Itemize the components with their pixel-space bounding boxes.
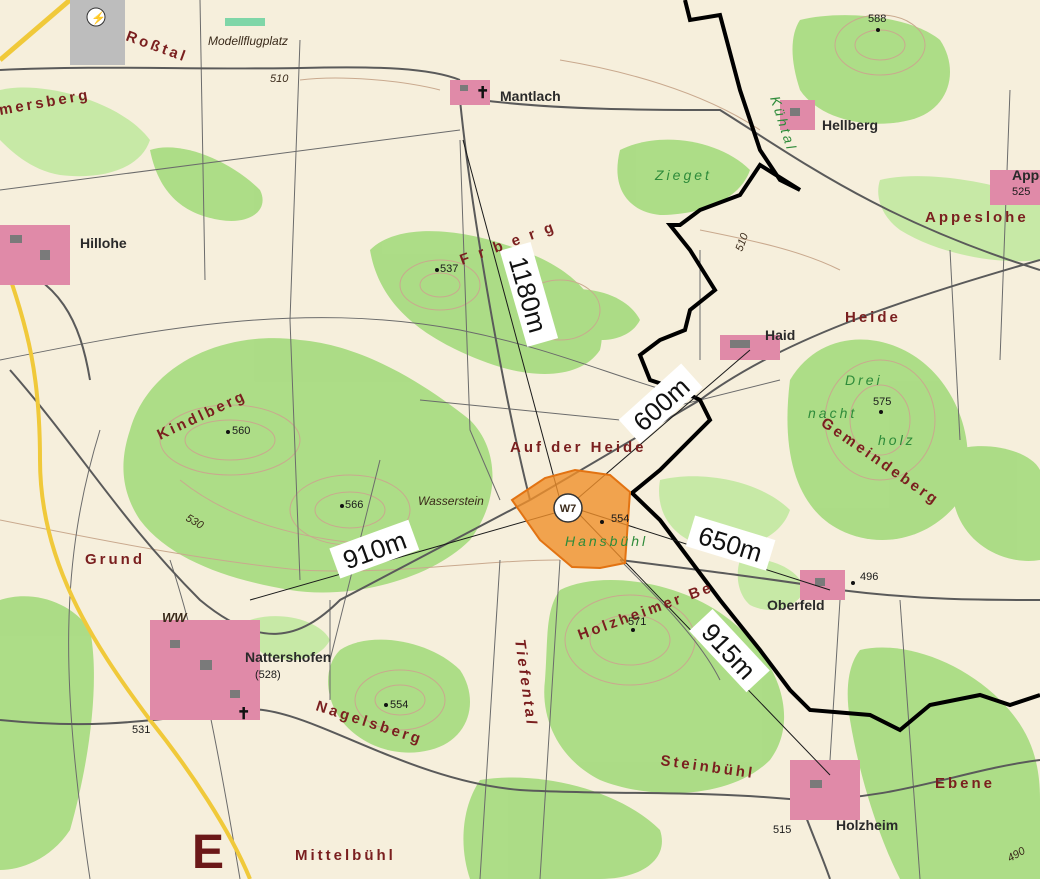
area-heide: Heide: [845, 309, 901, 326]
place-hellberg: Hellberg: [822, 117, 878, 133]
svg-text:515: 515: [773, 824, 791, 836]
area-mittelbuehl: Mittelbühl: [295, 847, 396, 864]
place-appeslohe: Appeslohe: [925, 209, 1029, 226]
power-icon-glyph: ⚡: [91, 11, 106, 25]
svg-text:560: 560: [232, 425, 250, 437]
svg-text:588: 588: [868, 13, 886, 25]
peak-dots: [226, 28, 883, 707]
area-auf-der-heide: Auf der Heide: [510, 439, 647, 456]
area-nacht: nacht: [808, 405, 857, 421]
church-icon: ✝: [476, 85, 489, 102]
highway-top-left: [0, 0, 72, 62]
highway-exit-marker: E: [192, 826, 224, 879]
place-nattershofen-elev: (528): [255, 669, 281, 681]
area-ww: WW: [162, 610, 188, 625]
place-holzheim: Holzheim: [836, 817, 898, 833]
svg-text:531: 531: [132, 724, 150, 736]
svg-text:575: 575: [873, 396, 891, 408]
place-nattershofen: Nattershofen: [245, 649, 331, 665]
buildings: [10, 85, 825, 788]
svg-text:554: 554: [390, 699, 408, 711]
svg-text:496: 496: [860, 571, 878, 583]
area-grund: Grund: [85, 551, 145, 568]
elevation-labels: 588 537 575 560 566 571 554 496 531 515 …: [132, 13, 1030, 865]
turbine-id: W7: [560, 503, 577, 515]
place-appe: Appe: [1012, 167, 1040, 183]
area-holz: holz: [878, 432, 916, 448]
turbine-site-name: Hansbühl: [565, 533, 648, 549]
place-oberfeld: Oberfeld: [767, 597, 825, 613]
place-names: Mantlach Hellberg Hillohe Haid Oberfeld …: [80, 34, 1040, 833]
power-icon: [86, 7, 106, 27]
tracks: [0, 0, 1011, 879]
place-mantlach: Mantlach: [500, 88, 561, 104]
church-icon: ✝: [237, 706, 250, 723]
place-haid: Haid: [765, 327, 795, 343]
place-modellflugplatz: Modellflugplatz: [208, 34, 288, 48]
svg-text:566: 566: [345, 499, 363, 511]
area-ebene: Ebene: [935, 775, 995, 792]
turbine-elevation: 554: [611, 513, 629, 525]
svg-text:525: 525: [1012, 186, 1030, 198]
municipal-boundary: [628, 0, 1040, 733]
place-wasserstein: Wasserstein: [418, 494, 484, 508]
place-hillohe: Hillohe: [80, 235, 127, 251]
area-drei: Drei: [845, 372, 883, 388]
turbine-marker[interactable]: [553, 493, 583, 523]
highway: [0, 249, 252, 879]
svg-text:571: 571: [628, 616, 646, 628]
area-zieget: Zieget: [654, 167, 712, 183]
airfield-marker: [225, 18, 265, 26]
svg-text:537: 537: [440, 263, 458, 275]
svg-text:510: 510: [270, 73, 289, 85]
